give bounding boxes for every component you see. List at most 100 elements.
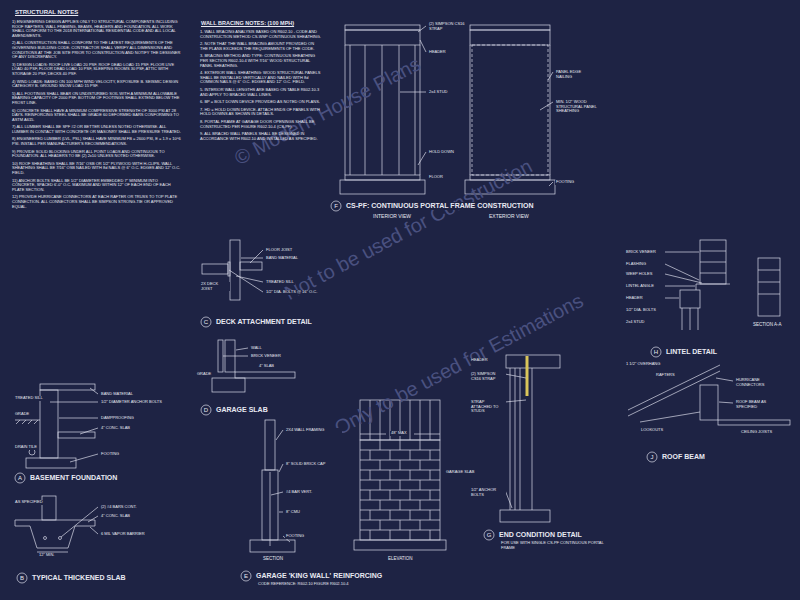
callout-text: 8" SOLID BRICK CAP	[285, 462, 347, 467]
callout-text: GRADE	[196, 372, 212, 377]
watermark-text: Only to be used for Estimations	[330, 289, 588, 441]
note-text: 8. PORTAL FRAME AT GARAGE DOOR OPENINGS …	[200, 120, 322, 129]
callout-text: FOOTING	[100, 452, 120, 457]
callout-text: ELEVATION	[387, 556, 414, 561]
callout-text: FOOTING	[285, 534, 305, 539]
callout-text: 12" MIN.	[38, 553, 55, 558]
note-text: 12) PROVIDE HURRICANE CONNECTORS AT EACH…	[12, 195, 182, 209]
note-text: 7. HD = HOLD DOWN DEVICE. ATTACH ENDS OF…	[200, 108, 322, 117]
callout-text: HEADER	[428, 50, 447, 55]
callout-text: TREATED SILL	[265, 280, 295, 285]
detail-title: END CONDITION DETAIL	[498, 531, 583, 539]
callout-text: 2x4 STUD	[428, 90, 448, 95]
note-text: 9. ALL BRACED WALL PANELS SHALL BE DESIG…	[200, 132, 322, 141]
callout-text: SECTION	[262, 556, 284, 561]
detail-title: ROOF BEAM	[661, 453, 706, 461]
detail-letter: H	[653, 349, 659, 355]
note-text: 1. WALL BRACING ANALYSIS BASED ON R602.1…	[200, 30, 322, 39]
callout-text: #4 BAR VERT.	[285, 490, 313, 495]
callout-text: BRICK VENEER	[250, 354, 282, 359]
note-text: 6) CONCRETE SHALL HAVE A MINIMUM COMPRES…	[12, 109, 182, 123]
note-text: 4) WIND LOADS: BASED ON 100 MPH WIND VEL…	[12, 80, 182, 89]
callout-text: HEADER	[625, 296, 644, 301]
callout-text: 6 MIL VAPOR BARRIER	[100, 532, 146, 537]
callout-text: INTERIOR VIEW	[372, 214, 412, 220]
callout-text: LINTEL ANGLE	[625, 284, 655, 289]
note-text: 8) ENGINEERED LUMBER (LVL, PSL) SHALL HA…	[12, 137, 182, 146]
callout-text: ROOF BEAM AS SPECIFIED	[735, 400, 789, 409]
callout-text: LOOKOUTS	[640, 428, 664, 433]
callout-text: MIN. 1/2" WOOD STRUCTURAL PANEL SHEATHIN…	[555, 100, 599, 114]
detail-letter: A	[17, 475, 23, 481]
note-text: 3) DESIGN LOADS: ROOF LIVE LOAD 20 PSF, …	[12, 63, 182, 77]
callout-text: 8" CMU	[285, 510, 301, 515]
detail-title: DECK ATTACHMENT DETAIL	[215, 318, 313, 326]
callout-text: 1/2" DIA. BOLTS @ 16" O.C.	[265, 290, 322, 295]
callout-text: STRAP ATTACHED TO STUDS	[470, 400, 506, 414]
detail-letter: E	[243, 573, 249, 579]
callout-text: AS SPECIFIED	[14, 500, 44, 505]
note-text: 11) ANCHOR BOLTS SHALL BE 1/2" DIAMETER …	[12, 179, 182, 193]
callout-text: PANEL EDGE NAILING	[555, 70, 599, 79]
callout-text: 4" CONC. SLAB	[100, 426, 131, 431]
callout-text: CEILING JOISTS	[740, 430, 773, 435]
callout-text: FLOOR JOIST	[265, 248, 293, 253]
callout-text: EXTERIOR VIEW	[488, 214, 530, 220]
note-text: 6. BP = BOLT DOWN DEVICE PROVIDED AS NOT…	[200, 100, 322, 105]
callout-text: 1/2" DIAMETER ANCHOR BOLTS	[100, 400, 182, 405]
callout-text: WALL	[250, 346, 263, 351]
detail-title: CS-PF: CONTINUOUS PORTAL FRAME CONSTRUCT…	[345, 202, 535, 210]
detail-title: LINTEL DETAIL	[665, 348, 718, 356]
callout-text: DAMPPROOFING	[100, 416, 135, 421]
callout-text: BAND MATERIAL	[100, 392, 134, 397]
callout-text: 1/2" ANCHOR BOLTS	[470, 488, 506, 497]
watermark-text: Not to be used for Construction	[280, 154, 537, 305]
callout-text: HOLD DOWN	[428, 150, 468, 155]
callout-text: CODE REFERENCE: R602.10 FIGURE R602.10.4	[257, 582, 349, 587]
callout-text: (2) #4 BARS CONT.	[100, 505, 138, 510]
callout-text: 1 1/2" OVERHANG	[625, 362, 661, 367]
notes-column: 1) ENGINEERING DESIGN APPLIES ONLY TO ST…	[12, 20, 182, 212]
detail-letter: B	[19, 575, 25, 581]
callout-text: (2) SIMPSON CS16 STRAP	[428, 22, 468, 31]
callout-text: FOOTING	[555, 180, 575, 185]
callout-text: 2x4 STUD	[625, 320, 645, 325]
callout-text: 2X DECK JOIST	[200, 282, 230, 291]
callout-text: 48" MAX	[390, 431, 408, 436]
callout-text: 1/2" DIA. BOLTS	[625, 308, 657, 313]
detail-letter: G	[486, 532, 493, 538]
callout-text: BAND MATERIAL	[265, 256, 299, 261]
callout-text: (2) SIMPSON CS16 STRAP	[470, 372, 506, 381]
callout-text: HURRICANE CONNECTORS	[735, 378, 789, 387]
note-text: 4. EXTERIOR WALL SHEATHING: WOOD STRUCTU…	[200, 71, 322, 85]
detail-title: GARAGE 'KING WALL' REINFORCING	[255, 572, 383, 580]
callout-text: RAFTERS	[655, 373, 676, 378]
note-text: 1) ENGINEERING DESIGN APPLIES ONLY TO ST…	[12, 20, 182, 38]
callout-text: SECTION A-A	[752, 322, 783, 327]
callout-text: HEADER	[470, 358, 489, 363]
callout-text: GRADE	[14, 412, 30, 417]
callout-text: GARAGE SLAB	[445, 470, 477, 475]
note-text: 2. NOTE THAT THE WALL BRACING AMOUNT PRO…	[200, 42, 322, 51]
note-text: 9) PROVIDE SOLID BLOCKING UNDER ALL POIN…	[12, 150, 182, 159]
detail-letter: J	[650, 454, 655, 460]
note-text: 5) ALL FOOTINGS SHALL BEAR ON UNDISTURBE…	[12, 92, 182, 106]
callout-text: 2X4 WALL FRAMING	[285, 428, 342, 433]
detail-letter: F	[333, 203, 339, 209]
callout-text: 4" SLAB	[258, 364, 275, 369]
note-text: 10) ROOF SHEATHING SHALL BE 7/16" OSB OR…	[12, 162, 182, 176]
detail-letter: D	[203, 407, 209, 413]
callout-text: 4" CONC. SLAB	[100, 514, 131, 519]
detail-letter: C	[203, 319, 209, 325]
note-text: 7) ALL LUMBER SHALL BE SPF #2 OR BETTER …	[12, 125, 182, 134]
notes-heading: WALL BRACING NOTES: (100 MPH)	[200, 20, 295, 26]
callout-text: DRAIN TILE	[14, 445, 38, 450]
notes-heading: STRUCTURAL NOTES	[14, 9, 79, 16]
detail-title: BASEMENT FOUNDATION	[29, 474, 118, 482]
callout-text: TREATED SILL	[14, 396, 44, 401]
callout-text: FLOOR	[428, 175, 444, 180]
detail-title: GARAGE SLAB	[215, 406, 269, 414]
callout-text: BRICK VENEER	[625, 250, 657, 255]
